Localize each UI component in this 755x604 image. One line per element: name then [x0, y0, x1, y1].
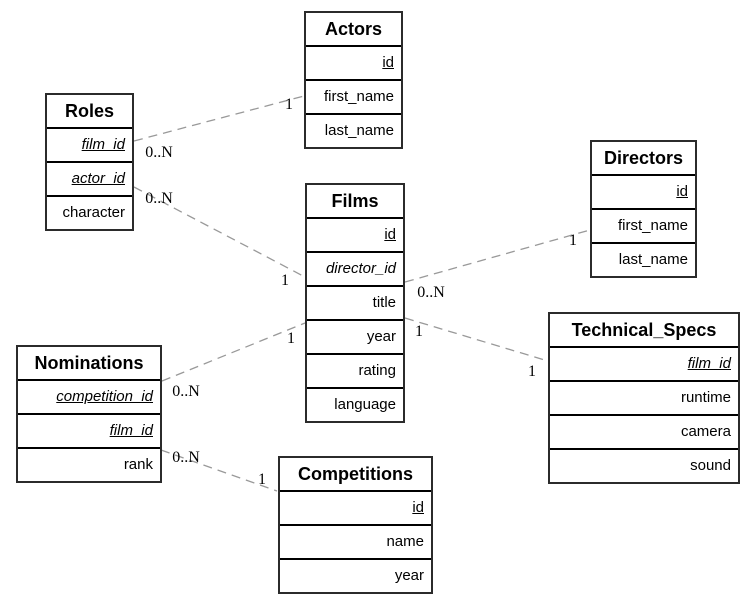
cardinality-label: 0..N: [172, 383, 200, 400]
cardinality-label: 1: [258, 471, 266, 488]
relation-nominations-films: [161, 322, 306, 382]
field-film_id: film_id: [47, 127, 132, 161]
field-rating: rating: [307, 353, 403, 387]
field-film_id: film_id: [550, 346, 738, 380]
field-first_name: first_name: [306, 79, 401, 113]
field-name: name: [280, 524, 431, 558]
field-id: id: [307, 217, 403, 251]
cardinality-label: 1: [287, 330, 295, 347]
cardinality-label: 1: [415, 323, 423, 340]
entity-title: Directors: [603, 148, 684, 168]
field-year: year: [307, 319, 403, 353]
cardinality-label: 0..N: [172, 449, 200, 466]
field-competition_id: competition_id: [18, 379, 160, 413]
field-film_id: film_id: [18, 413, 160, 447]
field-title: title: [307, 285, 403, 319]
entity-title: Roles: [64, 101, 115, 121]
cardinality-label: 1: [285, 96, 293, 113]
cardinality-label: 0..N: [417, 284, 445, 301]
field-id: id: [592, 174, 695, 208]
field-rank: rank: [18, 447, 160, 481]
field-character: character: [47, 195, 132, 229]
field-year: year: [280, 558, 431, 592]
cardinality-label: 0..N: [145, 190, 173, 207]
relation-roles-actors: [133, 95, 305, 142]
field-language: language: [307, 387, 403, 421]
entity-title: Competitions: [298, 464, 413, 484]
field-actor_id: actor_id: [47, 161, 132, 195]
entity-title: Nominations: [34, 353, 144, 373]
cardinality-label: 1: [281, 272, 289, 289]
field-runtime: runtime: [550, 380, 738, 414]
relation-nominations-competitions: [160, 449, 278, 492]
field-director_id: director_id: [307, 251, 403, 285]
entity-title: Films: [331, 191, 379, 211]
field-last_name: last_name: [306, 113, 401, 147]
field-sound: sound: [550, 448, 738, 482]
field-camera: camera: [550, 414, 738, 448]
field-id: id: [306, 45, 401, 79]
field-first_name: first_name: [592, 208, 695, 242]
cardinality-label: 0..N: [145, 144, 173, 161]
relation-roles-films: [133, 186, 306, 278]
cardinality-label: 1: [528, 363, 536, 380]
relation-films-technical_specs: [404, 317, 549, 362]
relation-films-directors: [404, 229, 591, 283]
entity-title: Technical_Specs: [571, 320, 717, 340]
entity-title: Actors: [324, 19, 382, 39]
field-id: id: [280, 490, 431, 524]
cardinality-label: 1: [569, 232, 577, 249]
field-last_name: last_name: [592, 242, 695, 276]
